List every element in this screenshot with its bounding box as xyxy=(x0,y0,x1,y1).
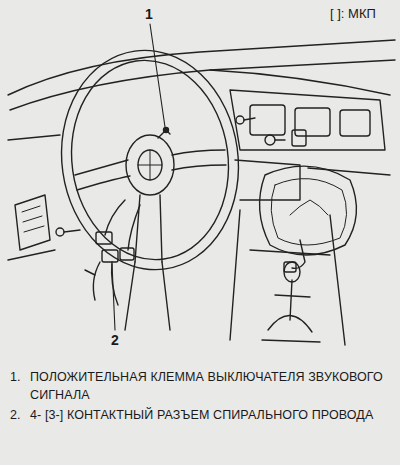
caption-text: ПОЛОЖИТЕЛЬНАЯ КЛЕММА ВЫКЛЮЧАТЕЛЯ ЗВУКОВО… xyxy=(30,368,390,404)
caption-text: 4- [3-] КОНТАКТНЫЙ РАЗЪЕМ СПИРАЛЬНОГО ПР… xyxy=(30,406,390,424)
manual-transmission-note: [ ]: МКП xyxy=(330,6,376,21)
caption-number: 1. xyxy=(10,368,21,386)
callout-number: 1 xyxy=(145,6,153,22)
callout-number: 2 xyxy=(111,332,119,348)
caption-number: 2. xyxy=(10,406,21,424)
